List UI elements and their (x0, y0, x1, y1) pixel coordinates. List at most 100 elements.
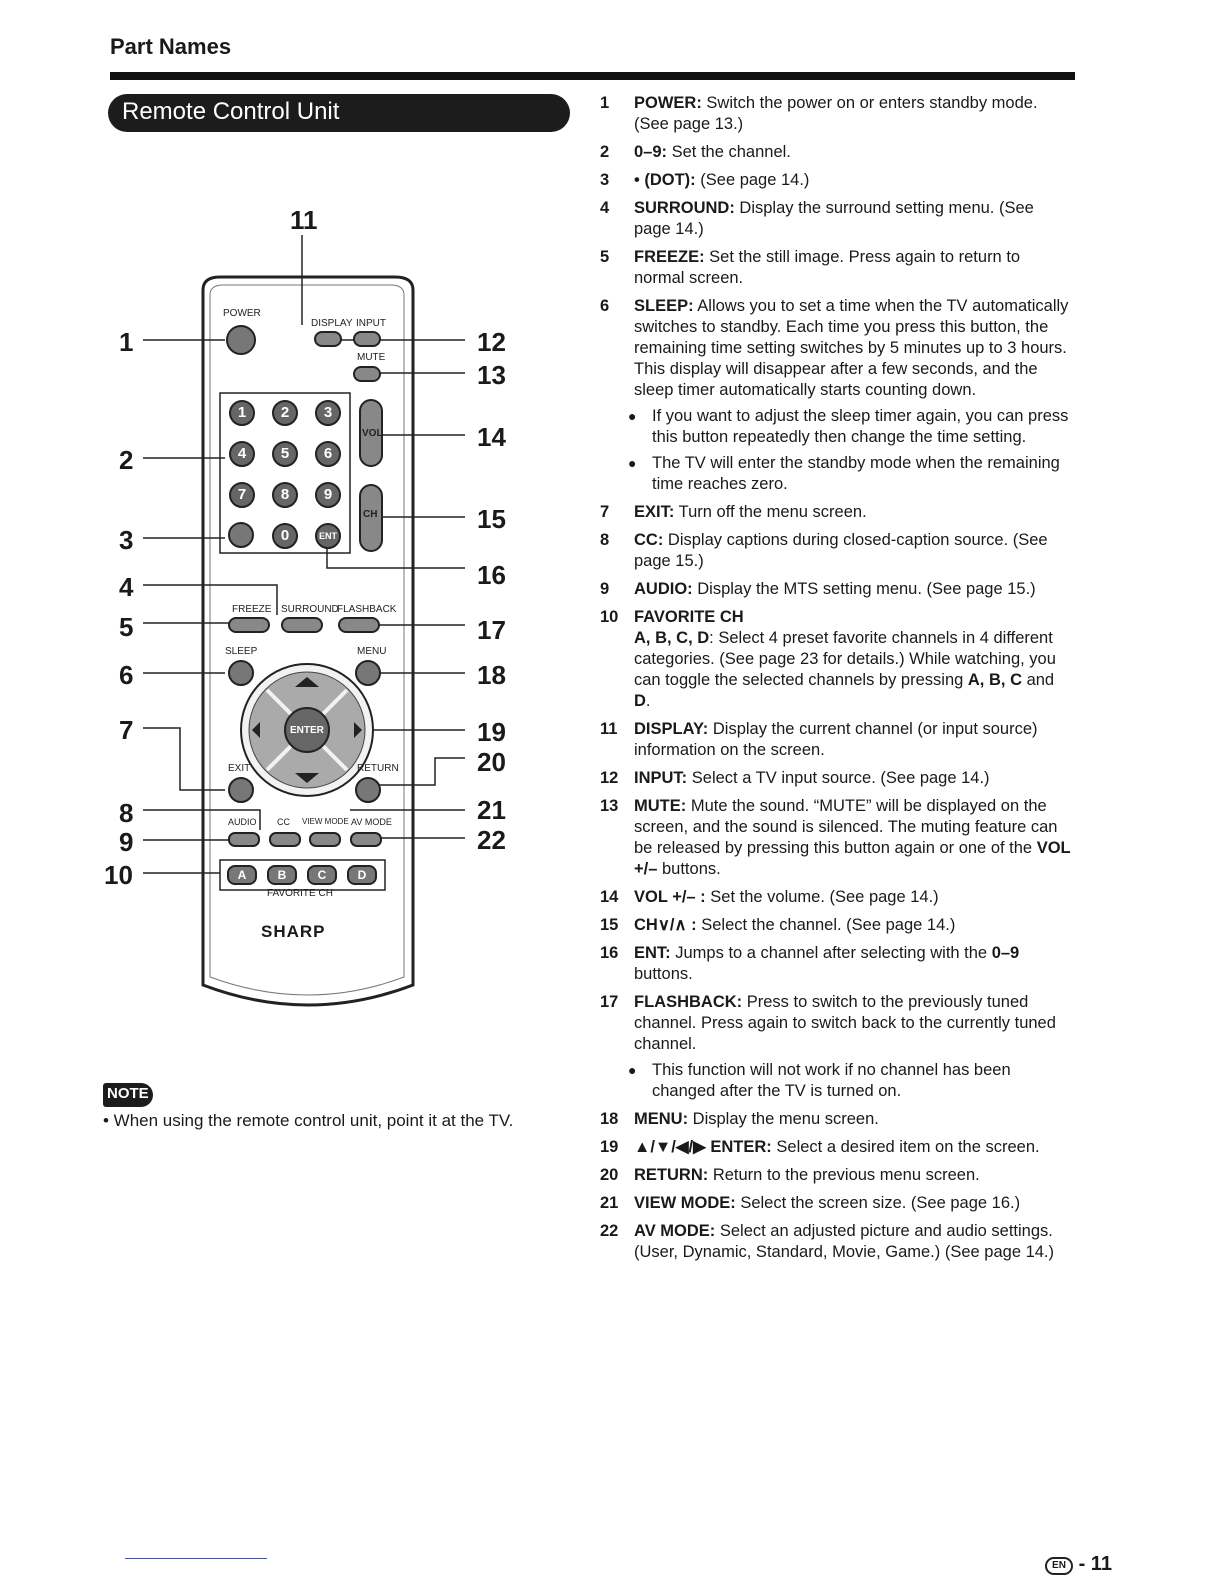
item-text: Select an adjusted picture and audio set… (634, 1222, 1055, 1261)
callout-number: 6 (119, 660, 134, 690)
item-text: buttons. (634, 965, 693, 983)
item-term: DISPLAY: (634, 720, 709, 738)
item-number: 15 (600, 916, 619, 934)
item-number: 1 (600, 94, 610, 112)
item-text: Display the surround setting menu. (See … (634, 199, 1034, 238)
item-number: 12 (600, 769, 619, 787)
item-text: Set the channel. (667, 143, 791, 161)
item-text: Select a TV input source. (See page 14.) (687, 769, 990, 787)
page-number-value: 11 (1090, 1553, 1112, 1575)
favorite-ch-label: FAVORITE CH (267, 888, 333, 899)
favorite-c-button: C (307, 865, 337, 885)
flashback-label: FLASHBACK (337, 604, 397, 615)
bullet-icon: ● (628, 1062, 637, 1078)
list-item: 22 AV MODE: Select an adjusted picture an… (600, 1221, 1075, 1263)
callout-number: 15 (477, 504, 506, 534)
item-text: Display the current channel (or input so… (634, 720, 1038, 759)
digit-2-button: 2 (272, 400, 298, 426)
item-text: Select the screen size. (See page 16.) (735, 1194, 1021, 1212)
item-text: Select the channel. (See page 14.) (696, 916, 956, 934)
callout-number: 16 (477, 560, 506, 590)
note-text: • When using the remote control unit, po… (103, 1111, 514, 1130)
heading-rule (110, 72, 1075, 80)
bullet-icon: ● (628, 408, 637, 424)
item-number: 19 (600, 1138, 619, 1156)
item-text: Display captions during closed-caption s… (634, 531, 1048, 570)
callout-number: 22 (477, 825, 506, 855)
item-text: Mute the sound. “MUTE” will be displayed… (634, 797, 1058, 857)
item-term: 0–9: (634, 143, 668, 161)
sub-bullet: ● If you want to adjust the sleep timer a… (628, 406, 1075, 448)
item-term: RETURN: (634, 1166, 709, 1184)
remote-outline (143, 235, 465, 1007)
item-term: INPUT: (634, 769, 688, 787)
callout-number: 12 (477, 327, 506, 357)
exit-label: EXIT (228, 763, 251, 774)
item-number: 11 (600, 720, 618, 738)
brand-logo: SHARP (261, 922, 326, 941)
return-label: RETURN (357, 763, 399, 774)
callout-number: 20 (477, 747, 506, 777)
callout-number: 7 (119, 715, 134, 745)
item-number: 9 (600, 580, 610, 598)
page-number: EN - 11 (1045, 1553, 1112, 1576)
item-number: 6 (600, 297, 610, 315)
item-term: POWER: (634, 94, 702, 112)
item-text: Press to switch to the previously tuned … (634, 993, 1056, 1053)
section-banner: Remote Control Unit (108, 94, 570, 132)
surround-label: SURROUND (281, 604, 339, 615)
item-text: Set the still image. Press again to retu… (634, 248, 1021, 287)
digit-0-button: 0 (272, 523, 298, 549)
item-term: AV MODE: (634, 1222, 716, 1240)
item-number: 22 (600, 1222, 619, 1240)
vol-label: VOL (362, 428, 383, 439)
item-text: (See page 14.) (695, 171, 810, 189)
item-term: • (DOT): (634, 171, 696, 189)
digit-9-button: 9 (315, 482, 341, 508)
callout-number: 1 (119, 327, 134, 357)
item-text: Turn off the menu screen. (674, 503, 867, 521)
favorite-letter-c: C (1010, 671, 1022, 689)
favorite-b-button: B (267, 865, 297, 885)
item-text: Jumps to a channel after selecting with … (670, 944, 992, 962)
item-term: FAVORITE CH (634, 608, 744, 626)
note-badge: NOTE (103, 1083, 153, 1107)
item-number: 3 (600, 171, 610, 189)
audio-label: AUDIO (228, 817, 257, 827)
item-number: 4 (600, 199, 610, 217)
viewmode-label: VIEW MODE (302, 817, 349, 826)
item-number: 5 (600, 248, 610, 266)
freeze-label: FREEZE (232, 604, 272, 615)
callout-number: 9 (119, 827, 134, 857)
item-text: Set the volume. (See page 14.) (705, 888, 939, 906)
item-number: 18 (600, 1110, 619, 1128)
digit-7-button: 7 (229, 482, 255, 508)
item-term: MENU: (634, 1110, 689, 1128)
enter-label: ENTER (290, 725, 324, 736)
item-text: Display the MTS setting menu. (See page … (692, 580, 1036, 598)
sleep-label: SLEEP (225, 646, 258, 657)
item-text: : Select 4 preset favorite channels in 4… (634, 629, 1056, 689)
favorite-letters-ab: A, B, (967, 671, 1006, 689)
item-term: FREEZE: (634, 248, 705, 266)
item-term: FLASHBACK: (634, 993, 743, 1011)
menu-label: MENU (357, 646, 387, 657)
callout-number: 13 (477, 360, 506, 390)
item-term: SLEEP: (634, 297, 694, 315)
favorite-letters: A, B, C, D (634, 629, 710, 647)
callout-number: 4 (119, 572, 134, 602)
list-item: 5 FREEZE: Set the still image. Press agai… (600, 247, 1075, 289)
callout-number: 11 (290, 205, 318, 235)
favorite-d-button: D (347, 865, 377, 885)
sub-bullet-text: If you want to adjust the sleep timer ag… (652, 407, 1069, 446)
digit-5-button: 5 (272, 441, 298, 467)
